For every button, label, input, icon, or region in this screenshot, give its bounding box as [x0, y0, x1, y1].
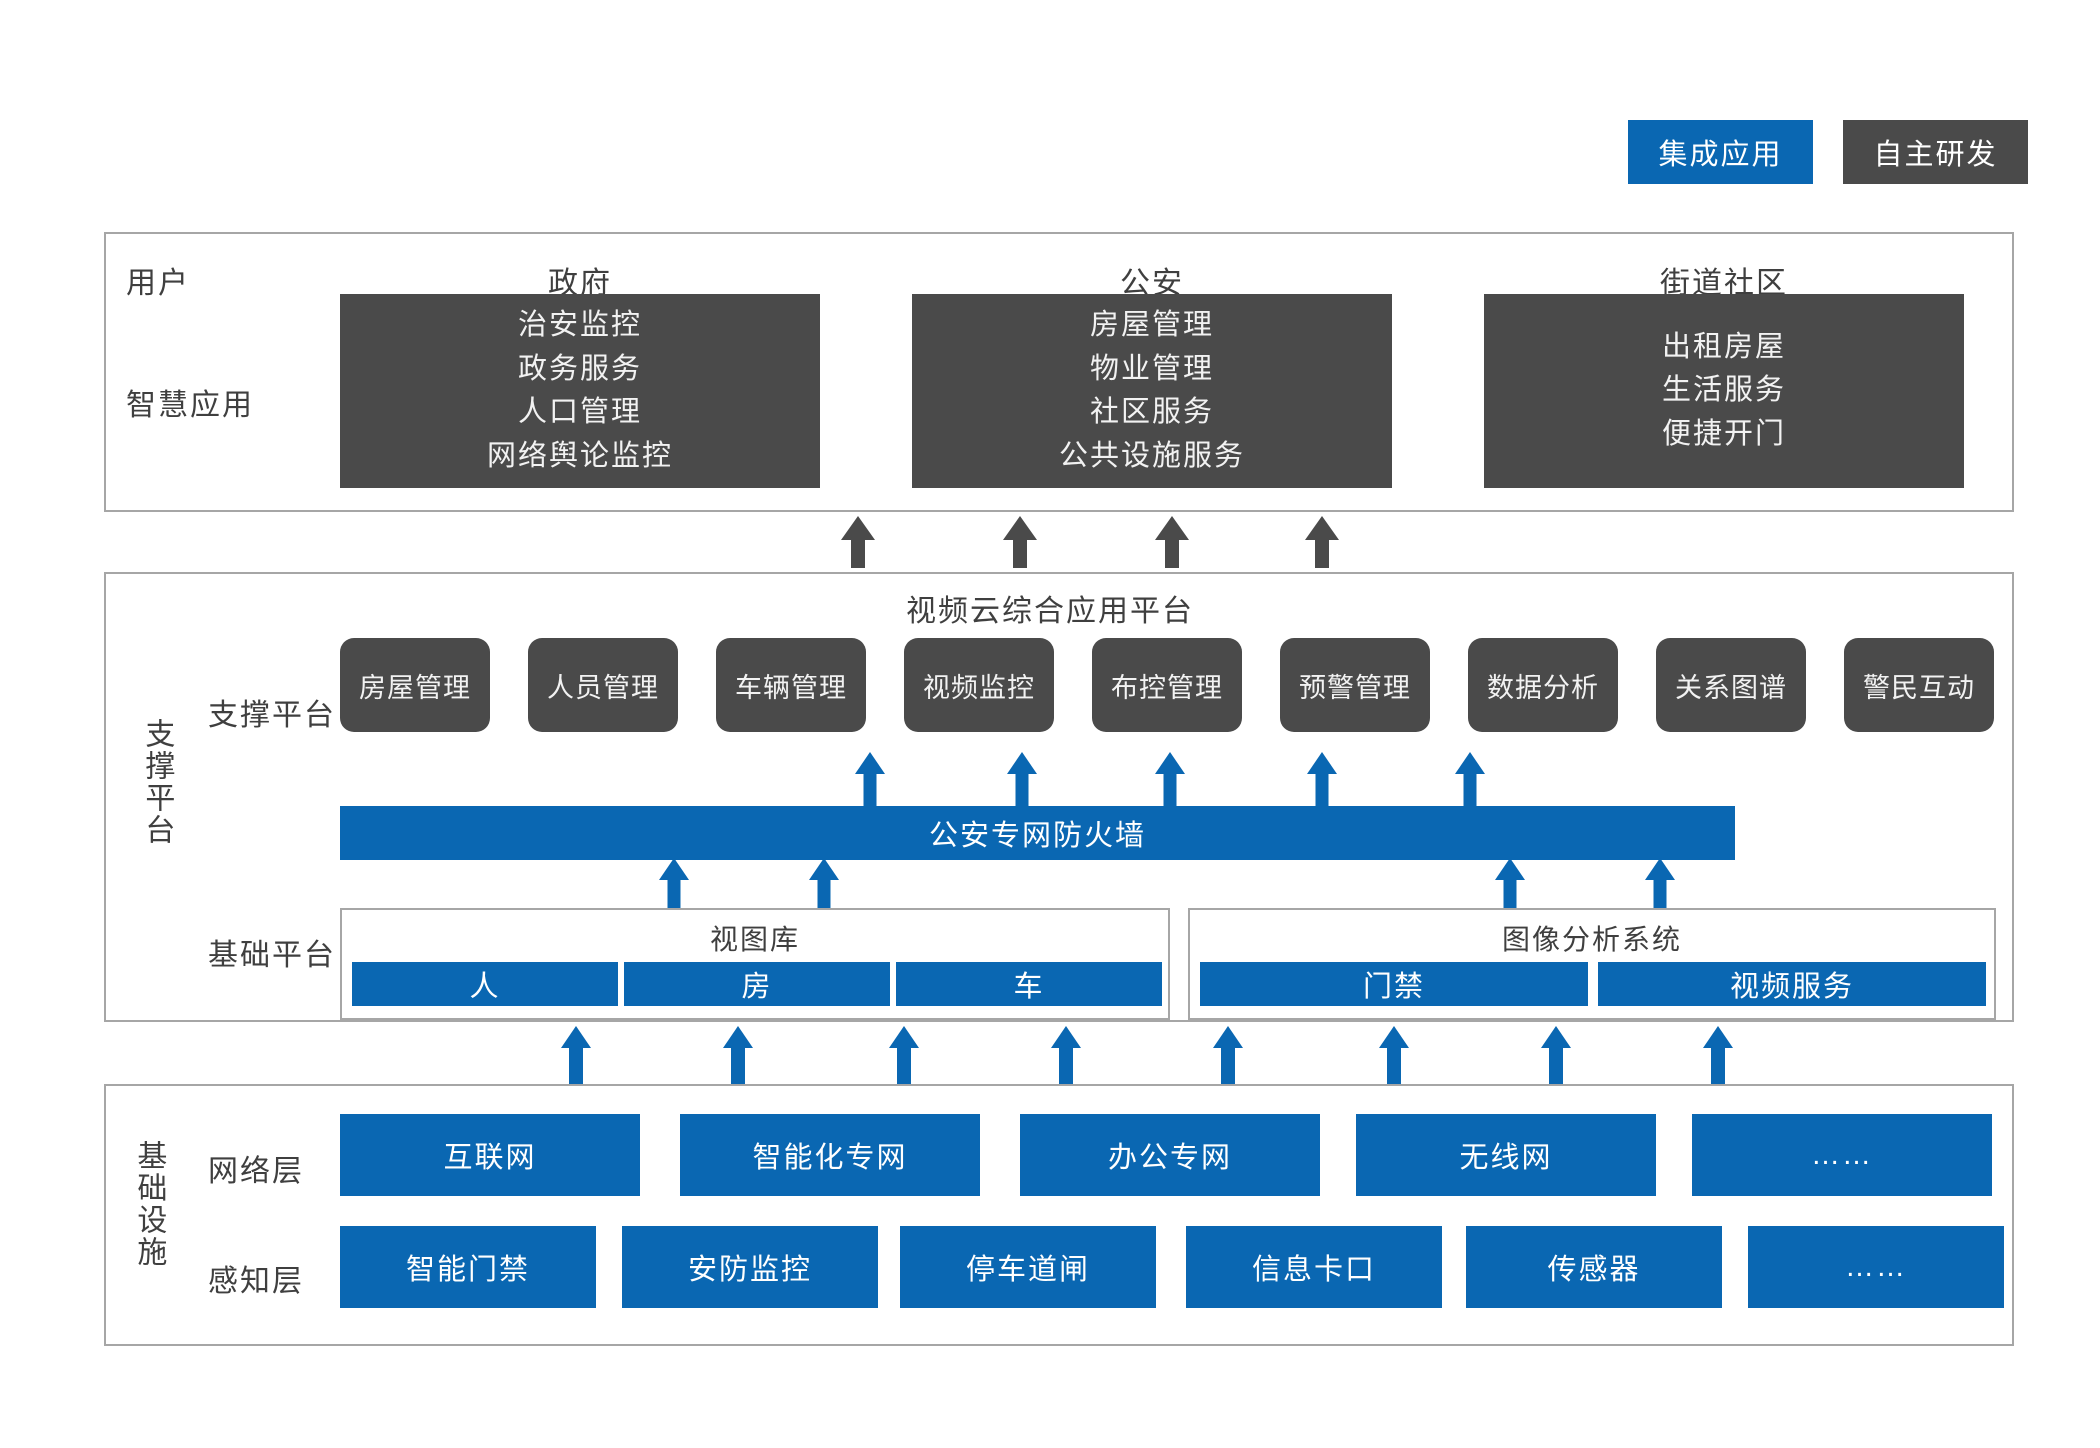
platform-side-label: 支撑平台	[140, 718, 174, 846]
legend-chip-integrated-app: 集成应用	[1628, 120, 1813, 184]
row-label-sensing-layer: 感知层	[208, 1265, 304, 1298]
arrow-firewall-to-support-1	[852, 752, 888, 806]
support-pill-6[interactable]: 数据分析	[1468, 638, 1618, 732]
sensing-cell-1[interactable]: 安防监控	[622, 1226, 878, 1308]
base-cell-access-control[interactable]: 门禁	[1200, 962, 1588, 1006]
app-card-community: 出租房屋 生活服务 便捷开门	[1484, 294, 1964, 488]
app-item-government-3: 网络舆论监控	[486, 439, 673, 472]
app-item-police-2: 社区服务	[1089, 396, 1214, 428]
base-cell-person[interactable]: 人	[352, 962, 618, 1006]
support-pill-1[interactable]: 人员管理	[528, 638, 678, 732]
sensing-cell-0[interactable]: 智能门禁	[340, 1226, 596, 1308]
arrow-firewall-to-support-3	[1152, 752, 1188, 806]
row-label-support-platform: 支撑平台	[208, 699, 336, 732]
arrow-platform-to-application-3	[1152, 516, 1192, 568]
infrastructure-side-label: 基础设施	[132, 1140, 166, 1268]
arrow-firewall-to-support-4	[1304, 752, 1340, 806]
support-pill-3[interactable]: 视频监控	[904, 638, 1054, 732]
arrow-infra-to-platform-6	[1374, 1026, 1414, 1084]
support-pill-5[interactable]: 预警管理	[1280, 638, 1430, 732]
legend: 集成应用 自主研发	[1628, 120, 2028, 184]
arrow-infra-to-platform-8	[1698, 1026, 1738, 1084]
sensing-cell-5[interactable]: ……	[1748, 1226, 2004, 1308]
arrow-firewall-to-support-2	[1004, 752, 1040, 806]
sensing-cell-3[interactable]: 信息卡口	[1186, 1226, 1442, 1308]
support-pill-7[interactable]: 关系图谱	[1656, 638, 1806, 732]
arrow-infra-to-platform-5	[1208, 1026, 1248, 1084]
support-pill-8[interactable]: 警民互动	[1844, 638, 1994, 732]
row-label-base-platform: 基础平台	[208, 939, 336, 972]
network-cell-1[interactable]: 智能化专网	[680, 1114, 980, 1196]
legend-chip-self-developed: 自主研发	[1843, 120, 2028, 184]
support-pill-0[interactable]: 房屋管理	[340, 638, 490, 732]
app-item-government-2: 人口管理	[517, 396, 642, 428]
app-item-government-0: 治安监控	[517, 309, 642, 341]
network-cell-2[interactable]: 办公专网	[1020, 1114, 1320, 1196]
app-item-community-0: 出租房屋	[1661, 330, 1786, 363]
arrow-infra-to-platform-4	[1046, 1026, 1086, 1084]
sensing-cell-2[interactable]: 停车道闸	[900, 1226, 1156, 1308]
base-group-title-image-analysis: 图像分析系统	[1501, 924, 1682, 955]
firewall-bar: 公安专网防火墙	[340, 806, 1735, 860]
platform-title: 视频云综合应用平台	[906, 595, 1194, 628]
app-item-government-1: 政务服务	[517, 352, 642, 385]
arrow-infra-to-platform-7	[1536, 1026, 1576, 1084]
app-item-police-0: 房屋管理	[1089, 309, 1214, 341]
arrow-firewall-to-support-5	[1452, 752, 1488, 806]
support-pill-2[interactable]: 车辆管理	[716, 638, 866, 732]
app-item-police-3: 公共设施服务	[1058, 439, 1245, 472]
arrow-base-to-firewall-1	[656, 858, 692, 910]
row-label-user: 用户	[126, 267, 190, 300]
row-label-network-layer: 网络层	[208, 1155, 304, 1188]
arrow-base-to-firewall-2	[806, 858, 842, 910]
network-cell-4[interactable]: ……	[1692, 1114, 1992, 1196]
base-group-title-viewlib: 视图库	[709, 924, 800, 955]
arrow-base-to-firewall-3	[1492, 858, 1528, 910]
arrow-infra-to-platform-1	[556, 1026, 596, 1084]
app-item-community-1: 生活服务	[1661, 374, 1786, 407]
row-label-smart-app: 智慧应用	[126, 389, 254, 422]
arrow-infra-to-platform-2	[718, 1026, 758, 1084]
base-cell-vehicle[interactable]: 车	[896, 962, 1162, 1006]
arrow-platform-to-application-2	[1000, 516, 1040, 568]
app-card-police: 房屋管理 物业管理 社区服务 公共设施服务	[912, 294, 1392, 488]
base-cell-house[interactable]: 房	[624, 962, 890, 1006]
arrow-platform-to-application-1	[838, 516, 878, 568]
arrow-platform-to-application-4	[1302, 516, 1342, 568]
arrow-base-to-firewall-4	[1642, 858, 1678, 910]
app-item-community-2: 便捷开门	[1661, 417, 1786, 450]
network-cell-0[interactable]: 互联网	[340, 1114, 640, 1196]
base-cell-video-service[interactable]: 视频服务	[1598, 962, 1986, 1006]
app-item-police-1: 物业管理	[1089, 352, 1214, 385]
arrow-infra-to-platform-3	[884, 1026, 924, 1084]
sensing-cell-4[interactable]: 传感器	[1466, 1226, 1722, 1308]
app-card-government: 治安监控 政务服务 人口管理 网络舆论监控	[340, 294, 820, 488]
network-cell-3[interactable]: 无线网	[1356, 1114, 1656, 1196]
support-pill-4[interactable]: 布控管理	[1092, 638, 1242, 732]
